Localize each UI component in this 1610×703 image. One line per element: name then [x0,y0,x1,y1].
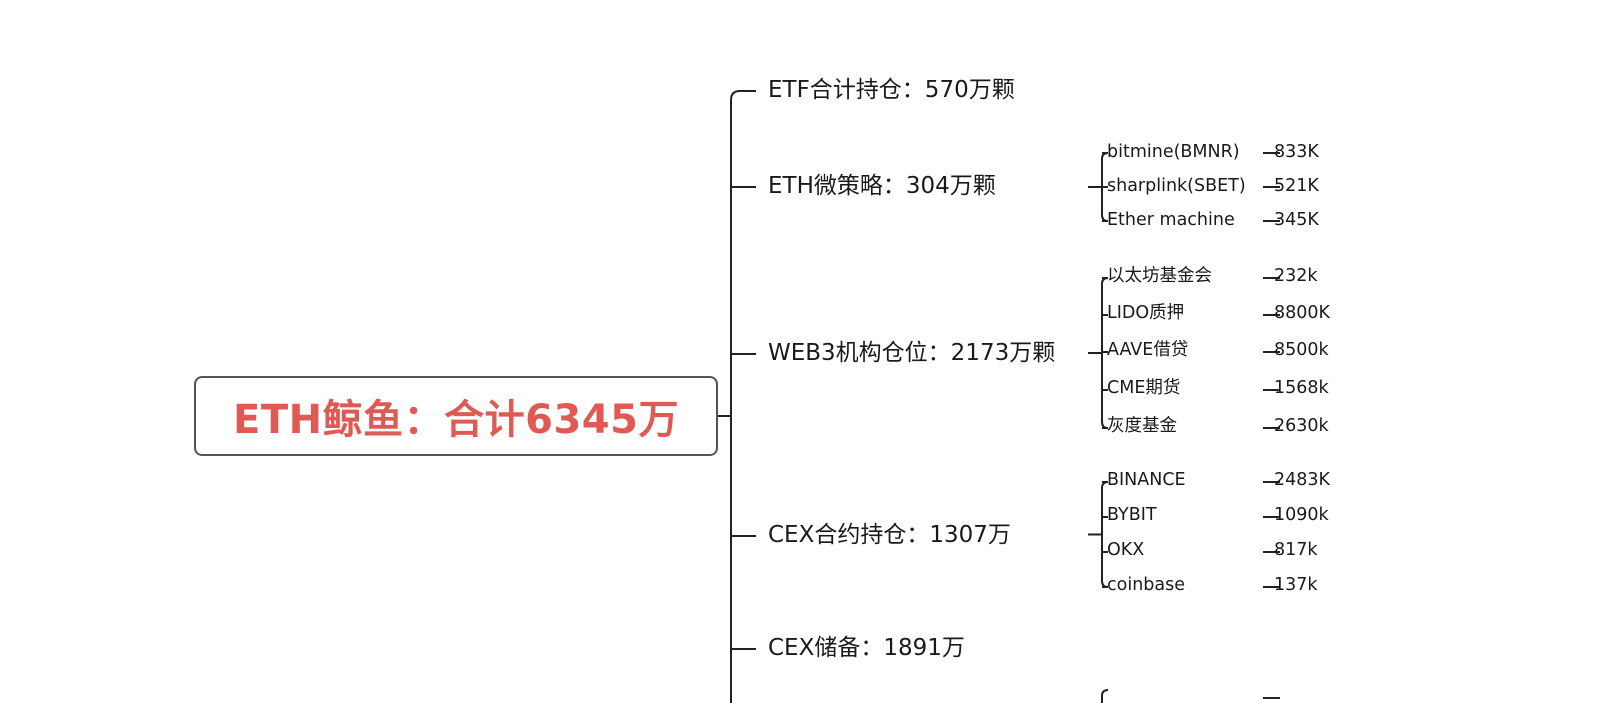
leaf-okx-name: OKX [1107,540,1145,560]
leaf-ether-machine-value: 345K [1274,210,1319,230]
bracket-cex-bracket [1101,481,1109,588]
bracket-bottom-partial [1101,689,1109,703]
leaf-binance-value: 2483K [1274,470,1331,490]
root-title: ETH鲸鱼：合计6345万 [233,397,679,443]
leaf-lido-value: 8800K [1274,303,1331,323]
branch-cex-reserves: CEX储备：1891万 [768,635,965,661]
root-node: ETH鲸鱼：合计6345万 [194,376,718,456]
leaf-bybit-name: BYBIT [1107,505,1157,525]
branch-tick-etf [730,90,756,101]
leaf-bitmine-name: bitmine(BMNR) [1107,142,1240,162]
leaf-grayscale-value: 2630k [1274,416,1329,436]
leaf-sharplink-name: sharplink(SBET) [1107,176,1246,196]
leaf-binance-name: BINANCE [1107,470,1186,490]
leaf-lido-name: LIDO质押 [1107,303,1185,323]
leaf-ether-machine-name: Ether machine [1107,210,1235,230]
leaf-cme-value: 1568k [1274,378,1329,398]
leaf-bitmine-value: 833K [1274,142,1319,162]
leaf-sharplink-value: 521K [1274,176,1319,196]
branch-cex-contracts: CEX合约持仓：1307万 [768,522,1011,548]
leaf-aave-name: AAVE借贷 [1107,340,1189,360]
leaf-aave-value: 8500k [1274,340,1329,360]
leaf-ethereum-foundation-value: 232k [1274,266,1318,286]
branch-etf-holdings: ETF合计持仓：570万颗 [768,77,1015,103]
leaf-bybit-value: 1090k [1274,505,1329,525]
leaf-grayscale-name: 灰度基金 [1107,416,1177,436]
leaf-coinbase-value: 137k [1274,575,1318,595]
branch-eth-microstrategy: ETH微策略：304万颗 [768,173,996,199]
leaf-ethereum-foundation-name: 以太坊基金会 [1107,266,1212,286]
leaf-cme-name: CME期货 [1107,378,1181,398]
leaf-okx-value: 817k [1274,540,1318,560]
leaf-coinbase-name: coinbase [1107,575,1185,595]
branch-web3-institutions: WEB3机构仓位：2173万颗 [768,340,1056,366]
